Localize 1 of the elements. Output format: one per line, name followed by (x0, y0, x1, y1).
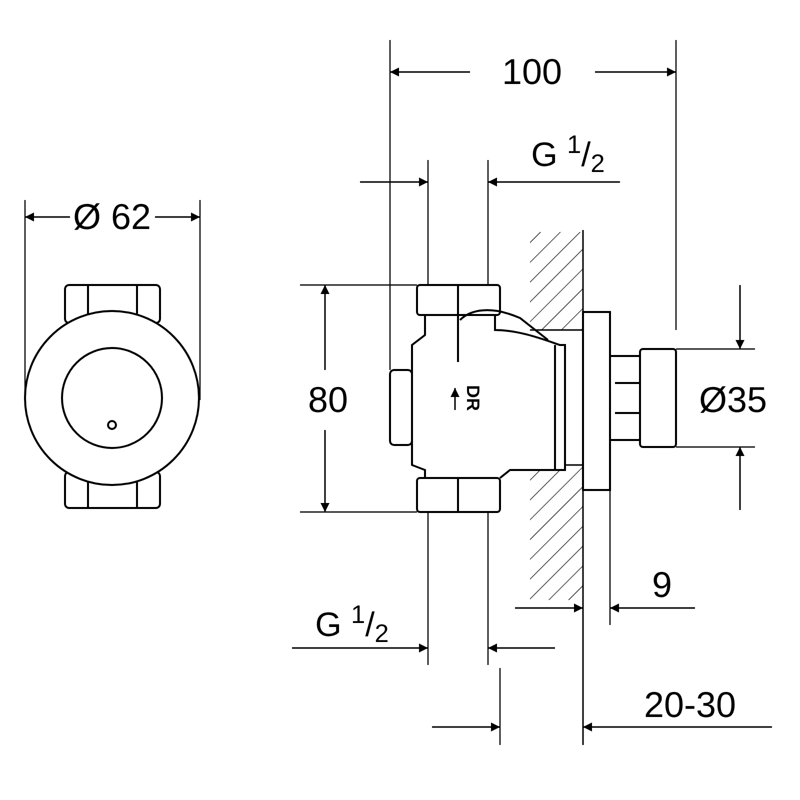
dimension-label: DR (464, 383, 482, 413)
